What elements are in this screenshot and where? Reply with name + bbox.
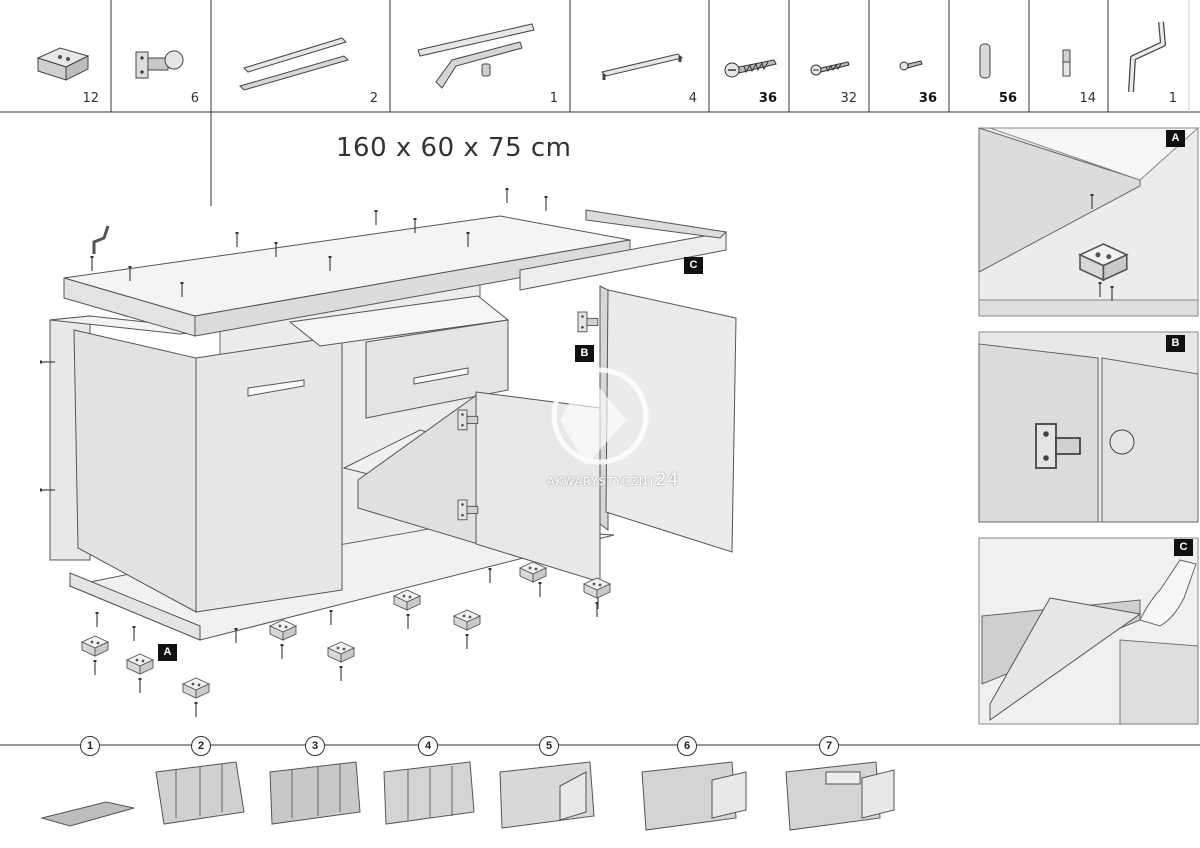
callout-tag-b: B <box>575 345 594 362</box>
cabinet-dimensions: 160 x 60 x 75 cm <box>336 133 572 163</box>
parts-strip <box>0 0 1200 206</box>
watermark-number: 24 <box>655 470 680 490</box>
drawer-slide-pair-icon <box>239 37 349 91</box>
step-number-7: 7 <box>819 736 839 756</box>
door-handle-icon <box>601 53 683 80</box>
callout-tag-a: A <box>158 644 177 661</box>
detail-tag-c: C <box>1174 539 1193 556</box>
allen-key-icon <box>1128 21 1166 93</box>
cabinet-hinge-icon <box>135 50 184 79</box>
watermark-logo <box>551 367 649 466</box>
part-cell-8: 36 <box>869 0 949 112</box>
step-1-thumbnail <box>40 801 135 827</box>
callout-tag-c: C <box>684 257 703 274</box>
detail-panel-c <box>978 537 1199 725</box>
shelf-pin-icon <box>1062 49 1071 77</box>
step-7-thumbnail <box>785 761 895 831</box>
part-cell-4: 1 <box>390 0 570 112</box>
part-count: 36 <box>918 91 937 106</box>
medium-screw-icon <box>810 61 850 76</box>
part-cell-1: 12 <box>0 0 111 112</box>
exploded-cabinet-drawing <box>39 187 737 718</box>
step-5-thumbnail <box>499 761 595 829</box>
step-number-3: 3 <box>305 736 325 756</box>
small-screw-icon <box>899 60 923 71</box>
detail-panel-b <box>978 331 1199 523</box>
part-count: 36 <box>758 91 777 106</box>
part-cell-11: 1 <box>1108 0 1189 112</box>
part-cell-7: 32 <box>789 0 869 112</box>
watermark-brand: AKWARYSTYCZNY <box>547 475 656 488</box>
detail-tag-a: A <box>1166 130 1185 147</box>
step-3-thumbnail <box>269 761 361 825</box>
part-cell-10: 14 <box>1029 0 1108 112</box>
sliding-rail-set-icon <box>417 23 535 89</box>
part-count: 1 <box>549 91 558 106</box>
part-count: 14 <box>1079 91 1096 106</box>
part-cell-5: 4 <box>570 0 709 112</box>
part-count: 32 <box>840 91 857 106</box>
step-number-4: 4 <box>418 736 438 756</box>
step-2-thumbnail <box>155 761 245 825</box>
detail-tag-b: B <box>1166 335 1185 352</box>
part-count: 2 <box>369 91 378 106</box>
step-number-6: 6 <box>677 736 697 756</box>
part-count: 6 <box>190 91 199 106</box>
step-number-1: 1 <box>80 736 100 756</box>
part-count: 56 <box>998 91 1017 106</box>
step-number-5: 5 <box>539 736 559 756</box>
part-cell-9: 56 <box>949 0 1029 112</box>
step-number-2: 2 <box>191 736 211 756</box>
watermark-text: AKWARYSTYCZNY24 <box>547 470 679 490</box>
large-screw-with-anchor-icon <box>724 59 777 78</box>
part-count: 4 <box>688 91 697 106</box>
part-cell-6: 36 <box>709 0 789 112</box>
leveling-foot-block-icon <box>36 47 90 81</box>
detail-panel-a <box>978 127 1200 317</box>
part-count: 12 <box>82 91 99 106</box>
part-count: 1 <box>1168 91 1177 106</box>
assembly-steps-strip <box>0 744 1200 831</box>
wooden-dowel-icon <box>979 43 991 79</box>
step-6-thumbnail <box>641 761 747 831</box>
part-cell-3: 2 <box>211 0 390 112</box>
part-cell-2: 6 <box>111 0 211 112</box>
step-4-thumbnail <box>383 761 475 825</box>
